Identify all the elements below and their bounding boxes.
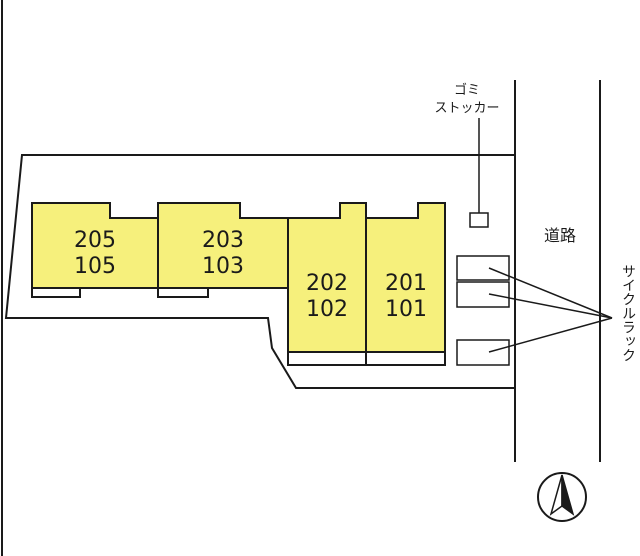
bicycle-rack-label: サイクルラック (620, 264, 636, 362)
unit-205-105: 205 105 (31, 202, 159, 298)
unit-205-105-balcony (31, 287, 81, 298)
north-arrow-icon (537, 472, 587, 522)
bicycle-rack-leader-3 (488, 317, 613, 353)
garbage-stocker: ゴミ ストッカー (434, 82, 500, 228)
unit-102-label: 102 (306, 297, 348, 322)
garbage-stocker-label-line1: ゴミ (454, 82, 480, 98)
unit-203-103-balcony (157, 287, 209, 298)
unit-202-102-balcony (287, 351, 367, 366)
unit-202-label: 202 (306, 271, 348, 296)
unit-201-label: 201 (385, 271, 427, 296)
bicycle-rack-box-2 (456, 281, 510, 308)
garbage-stocker-label-line2: ストッカー (434, 101, 499, 116)
bicycle-rack-leader-1 (488, 267, 613, 319)
unit-205-label: 205 (74, 228, 116, 253)
road-label: 道路 (544, 226, 576, 245)
unit-203-103: 203 103 (157, 202, 289, 298)
unit-101-label: 101 (385, 297, 427, 322)
unit-202-102: 202 102 (287, 202, 367, 366)
unit-201-101: 201 101 (365, 202, 446, 366)
bicycle-rack-leader-2 (488, 293, 613, 319)
unit-105-label: 105 (74, 254, 116, 279)
compass-arrow-right (561, 474, 575, 516)
garbage-stocker-box (469, 212, 489, 228)
bicycle-rack-box-1 (456, 255, 510, 281)
bicycle-rack-box-3 (456, 339, 510, 366)
unit-103-label: 103 (202, 254, 244, 279)
unit-201-101-balcony (365, 351, 446, 366)
bicycle-rack-area (456, 255, 613, 366)
unit-203-label: 203 (202, 228, 244, 253)
